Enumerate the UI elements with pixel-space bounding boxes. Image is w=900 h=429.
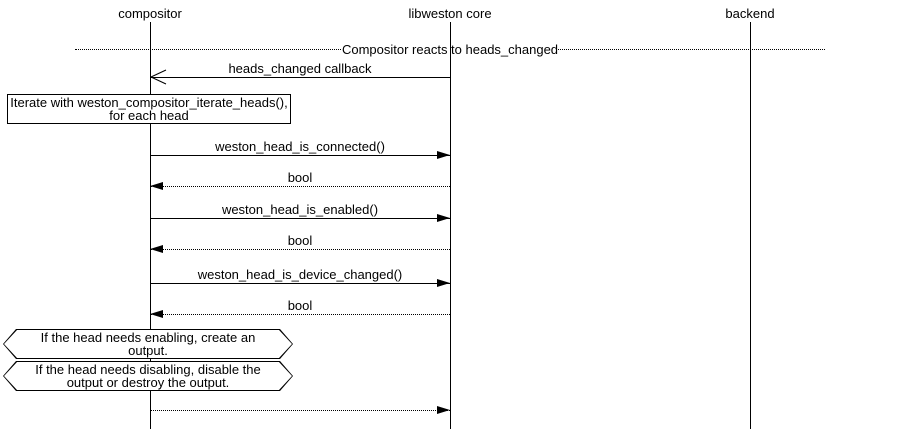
message-line <box>150 218 450 219</box>
message-label: weston_head_is_connected() <box>215 139 385 154</box>
message-label: heads_changed callback <box>228 61 372 76</box>
participant-compositor: compositor <box>118 6 182 21</box>
condition-text: If the head needs enabling, create an ou… <box>40 330 256 358</box>
filled-arrowhead-icon <box>150 310 163 318</box>
filled-arrowhead-icon <box>437 151 450 159</box>
message-label: weston_head_is_device_changed() <box>197 267 403 282</box>
lifeline-compositor <box>150 22 151 429</box>
message-label: bool <box>287 233 313 248</box>
filled-arrowhead-icon <box>437 279 450 287</box>
note-box: Iterate with weston_compositor_iterate_h… <box>7 94 291 124</box>
filled-arrowhead-icon <box>437 214 450 222</box>
filled-arrowhead-icon <box>437 406 450 414</box>
filled-arrowhead-icon <box>150 182 163 190</box>
filled-arrowhead-icon <box>150 245 163 253</box>
message-line <box>150 77 450 78</box>
hexagon-fill <box>4 330 292 358</box>
condition-box-enabling: If the head needs enabling, create an ou… <box>3 329 293 359</box>
message-label: bool <box>287 170 313 185</box>
participant-backend: backend <box>725 6 775 21</box>
message-line <box>150 186 450 187</box>
lifeline-backend <box>750 22 751 429</box>
lifeline-libweston-core <box>450 22 451 429</box>
hexagon-fill <box>4 362 292 390</box>
open-arrowhead-icon <box>150 69 167 85</box>
message-line <box>150 155 450 156</box>
message-line <box>150 314 450 315</box>
message-label: bool <box>287 298 313 313</box>
message-line <box>150 249 450 250</box>
condition-text: If the head needs disabling, disable the… <box>35 362 261 390</box>
condition-box-disabling: If the head needs disabling, disable the… <box>3 361 293 391</box>
message-label: weston_head_is_enabled() <box>221 202 379 217</box>
participant-libweston-core: libweston core <box>408 6 492 21</box>
message-line <box>150 283 450 284</box>
message-line <box>150 410 450 411</box>
